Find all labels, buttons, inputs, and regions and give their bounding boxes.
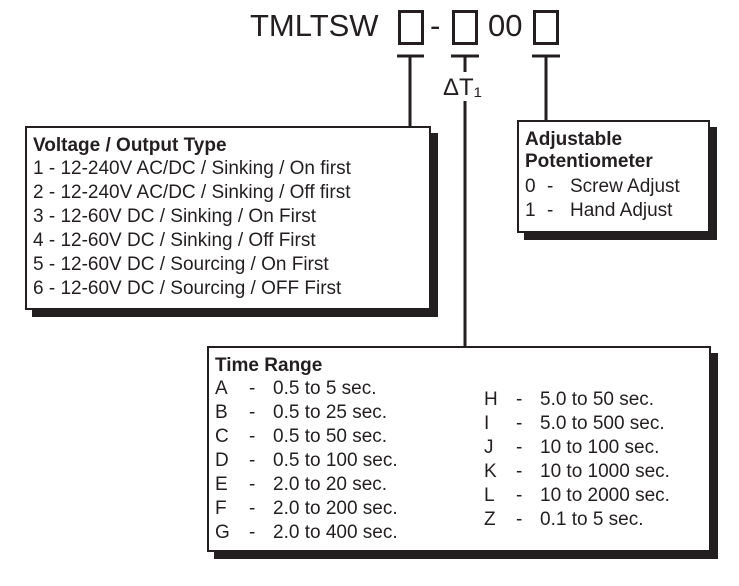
- voltage-option: 1 - 12-240V AC/DC / Sinking / On first: [33, 158, 351, 179]
- pot-option-sep: -: [547, 200, 554, 221]
- time-option-range: 0.5 to 5 sec.: [273, 378, 377, 399]
- voltage-box-title: Voltage / Output Type: [33, 135, 227, 156]
- time-option-code: L: [484, 485, 495, 506]
- pot-option-code: 0: [525, 176, 536, 197]
- pot-option: 1 - Hand Adjust: [525, 199, 705, 223]
- time-option-sep: -: [249, 426, 256, 447]
- voltage-option: 3 - 12-60V DC / Sinking / On First: [33, 206, 316, 227]
- pot-code-slot: [533, 10, 559, 45]
- delta-t1-label: ΔT₁: [443, 74, 482, 101]
- pot-box-title-line2: Potentiometer: [525, 151, 653, 172]
- time-option-range: 2.0 to 200 sec.: [273, 498, 398, 519]
- fixed-code: 00: [488, 8, 523, 43]
- pot-option-label: Screw Adjust: [570, 176, 680, 197]
- voltage-code-slot: [398, 10, 424, 45]
- time-option-code: D: [215, 450, 229, 471]
- time-option-sep: -: [249, 378, 256, 399]
- time-option-code: C: [215, 426, 229, 447]
- pot-option: 0 - Screw Adjust: [525, 175, 705, 199]
- time-option-sep: -: [516, 509, 523, 530]
- voltage-option: 4 - 12-60V DC / Sinking / Off First: [33, 230, 316, 251]
- time-option-sep: -: [249, 474, 256, 495]
- time-option-code: I: [484, 413, 490, 434]
- time-option-range: 2.0 to 400 sec.: [273, 522, 398, 543]
- model-prefix: TMLTSW: [250, 8, 379, 43]
- time-option-sep: -: [516, 461, 523, 482]
- time-box-title: Time Range: [215, 355, 323, 376]
- time-option-code: Z: [484, 509, 496, 530]
- pot-option-code: 1: [525, 200, 536, 221]
- time-option-range: 0.1 to 5 sec.: [540, 509, 644, 530]
- time-range-box: Time Range A - 0.5 to 5 sec. B - 0.5 to …: [207, 346, 711, 552]
- pot-box-title-line1: Adjustable: [525, 129, 623, 150]
- time-option-range: 2.0 to 20 sec.: [273, 474, 388, 495]
- pot-option-label: Hand Adjust: [570, 200, 673, 221]
- time-option-range: 10 to 2000 sec.: [540, 485, 670, 506]
- time-option-code: K: [484, 461, 497, 482]
- time-option-range: 5.0 to 50 sec.: [540, 389, 655, 410]
- time-option-range: 0.5 to 50 sec.: [273, 426, 388, 447]
- time-option-code: J: [484, 437, 494, 458]
- time-option-code: H: [484, 389, 498, 410]
- time-option-range: 0.5 to 25 sec.: [273, 402, 388, 423]
- time-option-sep: -: [249, 450, 256, 471]
- voltage-option: 5 - 12-60V DC / Sourcing / On First: [33, 254, 329, 275]
- time-option-sep: -: [249, 522, 256, 543]
- time-option-range: 10 to 100 sec.: [540, 437, 660, 458]
- time-option-sep: -: [516, 413, 523, 434]
- time-option-sep: -: [516, 437, 523, 458]
- time-code-slot: [452, 10, 478, 45]
- time-option-sep: -: [249, 498, 256, 519]
- voltage-output-type-box: Voltage / Output Type 1 - 12-240V AC/DC …: [25, 126, 431, 310]
- time-option-range: 5.0 to 500 sec.: [540, 413, 665, 434]
- voltage-option: 6 - 12-60V DC / Sourcing / OFF First: [33, 278, 342, 299]
- voltage-option: 2 - 12-240V AC/DC / Sinking / Off first: [33, 182, 351, 203]
- time-option-range: 10 to 1000 sec.: [540, 461, 670, 482]
- code-separator: -: [430, 8, 441, 43]
- time-option-code: A: [215, 378, 228, 399]
- pot-option-sep: -: [547, 176, 554, 197]
- time-option-sep: -: [516, 389, 523, 410]
- time-option-sep: -: [516, 485, 523, 506]
- time-option-code: E: [215, 474, 228, 495]
- time-option-range: 0.5 to 100 sec.: [273, 450, 398, 471]
- time-option-code: B: [215, 402, 228, 423]
- time-option-sep: -: [249, 402, 256, 423]
- time-option-code: F: [215, 498, 227, 519]
- time-option-code: G: [215, 522, 230, 543]
- potentiometer-box: Adjustable Potentiometer 0 - Screw Adjus…: [517, 120, 710, 233]
